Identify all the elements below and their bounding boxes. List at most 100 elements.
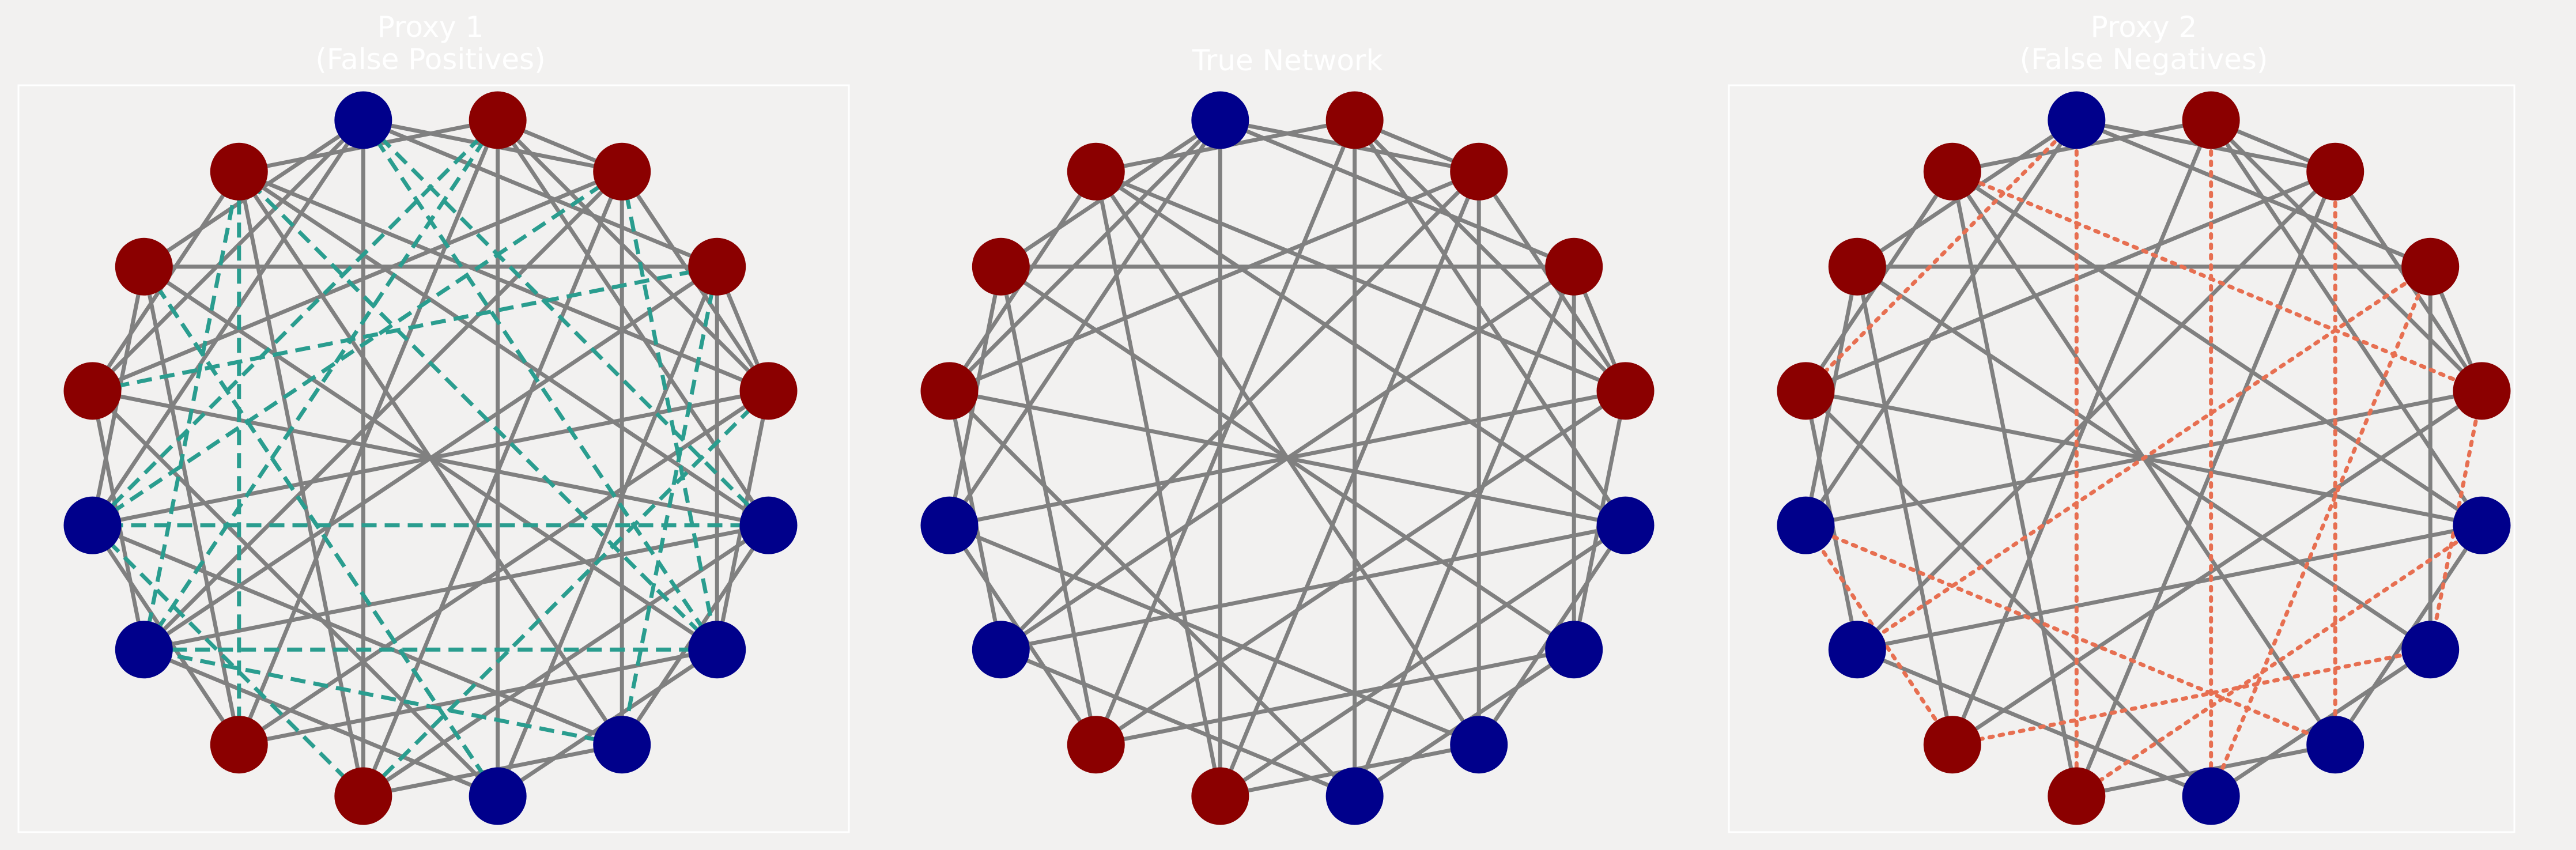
- proxy-1-node-red: [63, 362, 122, 420]
- true-network-node-blue: [1596, 496, 1655, 554]
- proxy-2-edge: [1803, 169, 2337, 393]
- proxy-2-edge: [1855, 265, 1955, 747]
- proxy-2-node-red: [1923, 142, 1981, 201]
- true-network-node-blue: [1545, 621, 1603, 679]
- false-positive-edge: [142, 119, 500, 651]
- true-network-node-red: [920, 362, 979, 420]
- proxy-1-title-line-1: Proxy 1: [377, 10, 484, 44]
- proxy-2-edge: [2074, 118, 2433, 269]
- true-network-node-red: [1191, 767, 1249, 825]
- proxy-2-node-red: [2401, 237, 2460, 296]
- proxy-2-edge: [2209, 118, 2484, 528]
- proxy-1-edge: [90, 388, 500, 799]
- proxy-2-extra-edges: [1803, 118, 2484, 799]
- proxy-1-edge: [142, 647, 500, 799]
- proxy-2-edge: [1950, 169, 2079, 799]
- proxy-1-title-line-2: (False Positives): [315, 43, 545, 76]
- true-network-edge: [999, 647, 1357, 799]
- proxy-2-edge: [1950, 118, 2214, 747]
- true-network-edge: [947, 388, 1357, 799]
- proxy-1-edge: [361, 169, 624, 799]
- true-network-node-red: [972, 237, 1030, 296]
- false-negative-edge: [1803, 118, 2079, 393]
- proxy-2-node-blue: [1777, 496, 1835, 554]
- proxy-1-edge: [361, 118, 719, 269]
- false-positive-edge: [92, 265, 717, 393]
- true-network-edge: [947, 523, 1481, 747]
- true-network-edge: [1218, 118, 1576, 269]
- proxy-2-edge: [1855, 523, 2484, 652]
- true-network-title-line-1: True Network: [1192, 44, 1383, 77]
- true-network-edge: [999, 265, 1098, 747]
- false-negative-edge: [2074, 523, 2484, 799]
- true-network-nodes: [920, 91, 1655, 825]
- proxy-2-node-red: [2182, 91, 2240, 149]
- proxy-2-edge: [2074, 169, 2337, 799]
- proxy-1-node-red: [115, 237, 173, 296]
- proxy-1-edge: [142, 523, 771, 652]
- false-negative-edge: [1950, 169, 2484, 393]
- true-network-node-blue: [972, 621, 1030, 679]
- proxy-1-node-blue: [334, 91, 392, 149]
- true-network-node-red: [1450, 142, 1508, 201]
- proxy-1-node-blue: [469, 767, 527, 825]
- true-network-edge: [1094, 169, 1628, 528]
- false-negative-edge: [2428, 388, 2484, 652]
- false-negative-edge: [1855, 265, 2433, 652]
- proxy-2-title-line-2: (False Negatives): [2020, 43, 2268, 76]
- proxy-2-node-red: [1828, 237, 1886, 296]
- proxy-1-node-blue: [739, 496, 798, 554]
- proxy-1-frame: [17, 84, 850, 833]
- proxy-1-edge: [90, 169, 624, 393]
- false-positive-edge: [237, 170, 719, 651]
- true-network-node-red: [1067, 142, 1125, 201]
- true-network-edge: [1353, 118, 1628, 393]
- true-network-edge: [947, 118, 1222, 393]
- proxy-1-panel: Proxy 1(False Positives): [17, 10, 850, 833]
- proxy-1-node-red: [593, 142, 651, 201]
- true-network-node-red: [1067, 716, 1125, 774]
- proxy-1-node-red: [334, 767, 392, 825]
- true-network-edge: [1094, 169, 1222, 799]
- false-positive-edge: [142, 265, 500, 798]
- proxy-1-edge: [90, 118, 365, 393]
- proxy-1-extra-edges: [91, 119, 770, 798]
- proxy-2-node-blue: [2401, 621, 2460, 679]
- proxy-1-edge: [237, 169, 365, 799]
- true-network-edge: [999, 523, 1628, 652]
- proxy-1-edge: [142, 169, 624, 652]
- true-network-node-red: [1325, 91, 1384, 149]
- false-negative-edge: [1950, 647, 2433, 747]
- true-network-edge: [947, 169, 1481, 393]
- proxy-2-frame: [1728, 84, 2515, 833]
- true-network-node-blue: [1325, 767, 1384, 825]
- proxy-2-edge: [1855, 169, 2337, 652]
- false-positive-edge: [143, 647, 622, 747]
- proxy-1-node-red: [739, 362, 798, 420]
- proxy-2-node-red: [2048, 767, 2106, 825]
- false-negative-edge: [1803, 523, 1955, 747]
- proxy-1-node-blue: [688, 621, 746, 679]
- true-network-node-blue: [920, 496, 979, 554]
- false-negative-edge: [1803, 523, 2337, 747]
- proxy-1-edge: [90, 523, 624, 747]
- proxy-1-edge: [237, 169, 771, 393]
- proxy-1-nodes: [63, 91, 798, 825]
- proxy-2-node-blue: [1828, 621, 1886, 679]
- proxy-2-edge: [1950, 169, 2484, 528]
- true-network-node-blue: [1450, 716, 1508, 774]
- true-network-panel: True Network: [920, 44, 1655, 825]
- proxy-1-edge: [237, 118, 500, 747]
- proxy-1-edge: [142, 265, 719, 652]
- proxy-2-panel: Proxy 2(False Negatives): [1728, 10, 2515, 833]
- proxy-2-title-line-1: Proxy 2: [2091, 10, 2197, 44]
- false-positive-edge: [142, 171, 241, 650]
- true-network-edge: [1094, 647, 1576, 747]
- true-network-node-red: [1596, 362, 1655, 420]
- false-positive-edge: [91, 119, 500, 527]
- proxy-1-node-red: [210, 716, 268, 774]
- proxy-2-nodes: [1777, 91, 2511, 825]
- proxy-1-node-red: [469, 91, 527, 149]
- proxy-1-edge: [496, 118, 771, 393]
